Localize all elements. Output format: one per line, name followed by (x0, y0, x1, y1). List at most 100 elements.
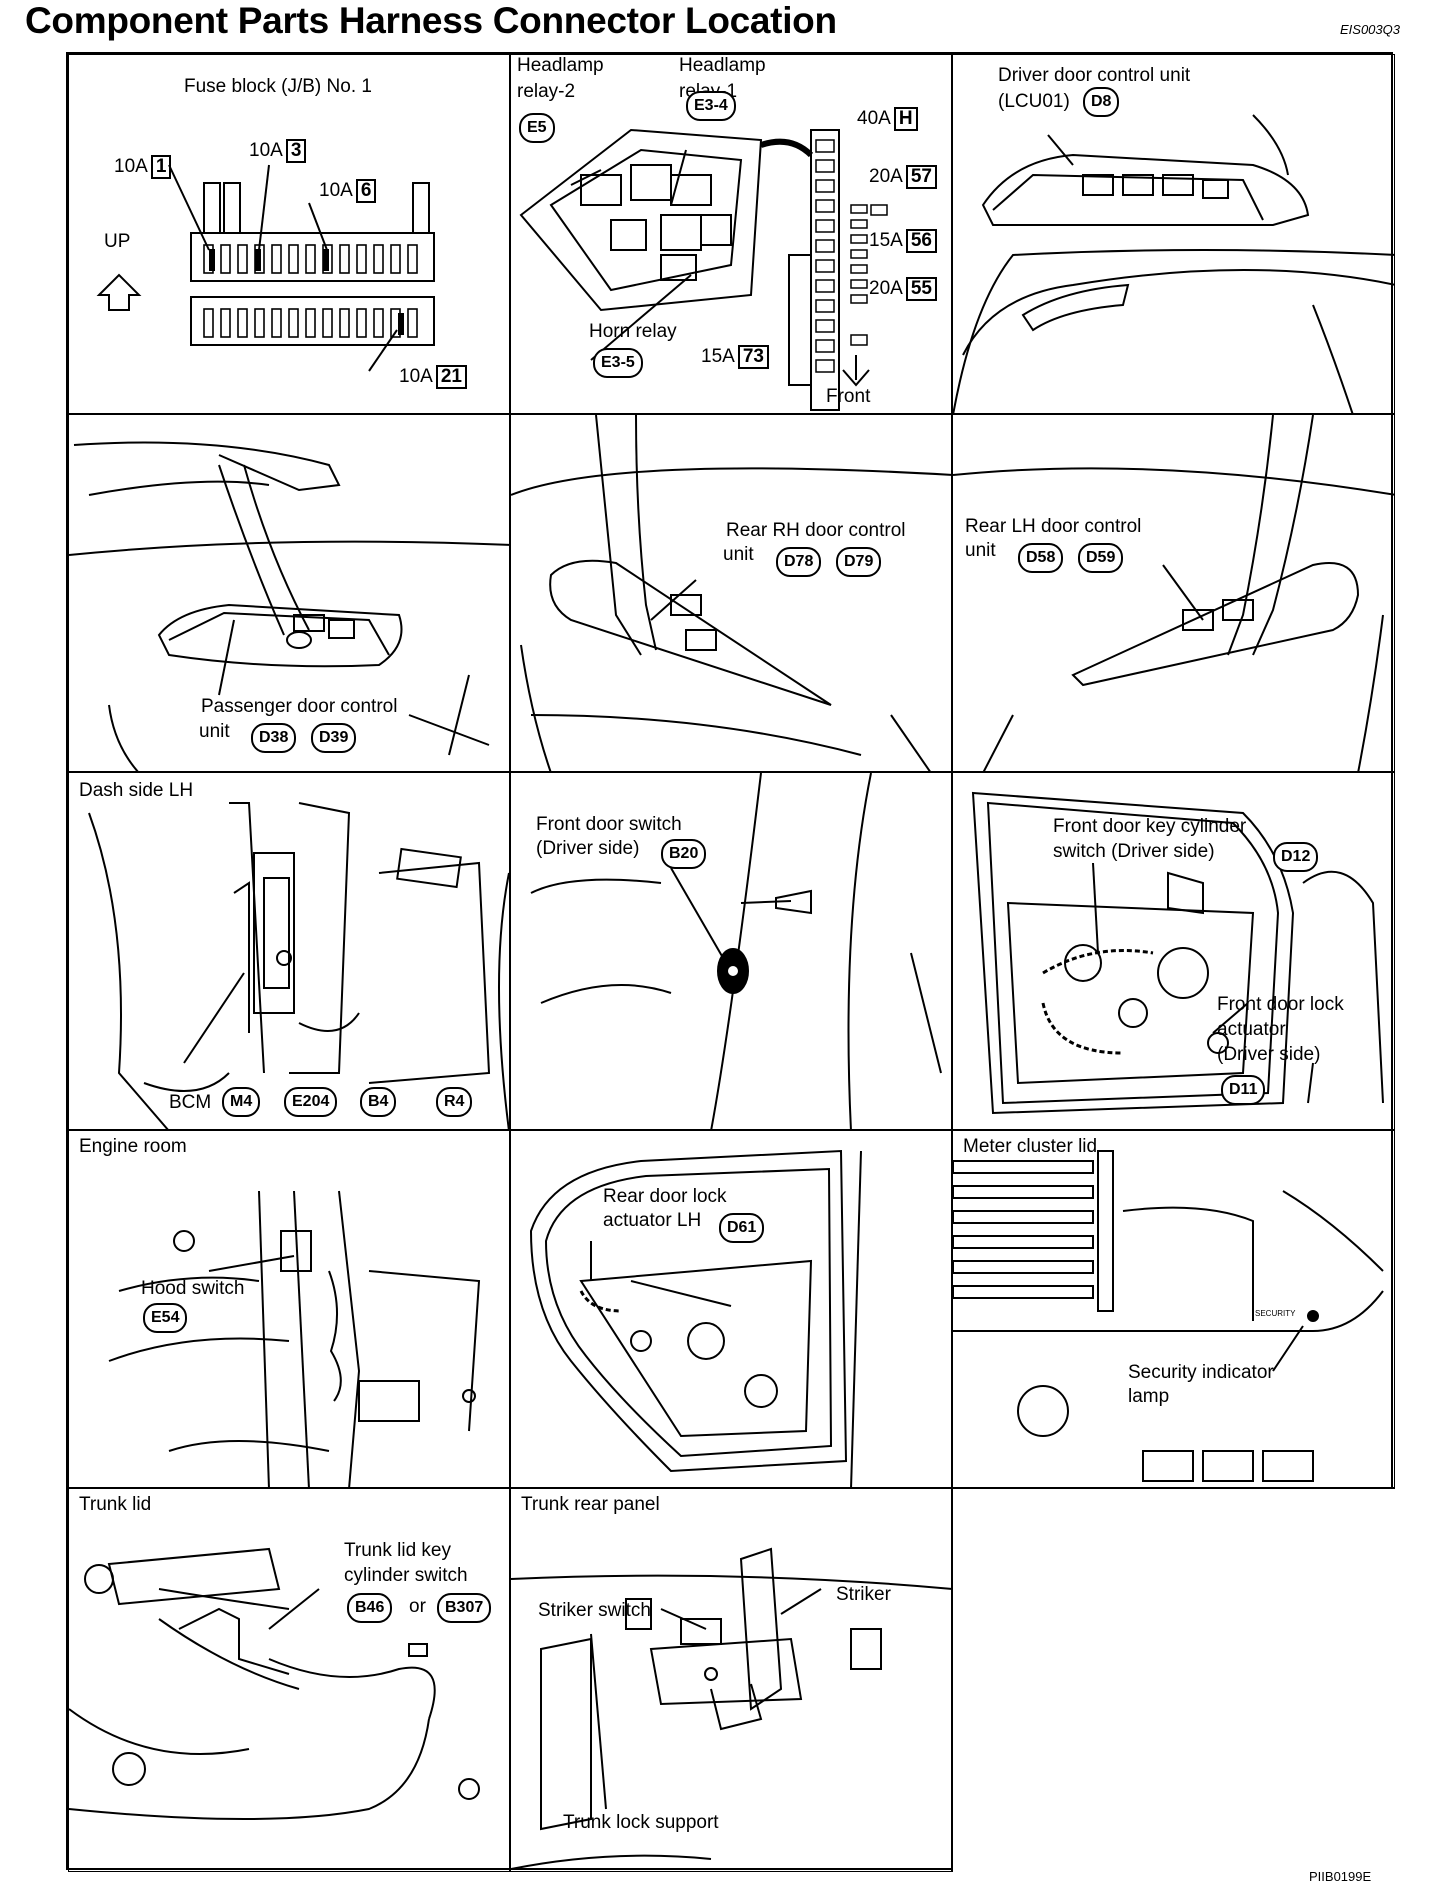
fuse-block-drawing (96, 164, 435, 372)
rear-rh-door-label1: Rear RH door control (726, 520, 906, 541)
key-cylinder-label2: switch (Driver side) (1053, 841, 1215, 862)
passenger-door-drawing (69, 441, 509, 771)
fuse-amp: 10A (399, 366, 433, 387)
front-door-switch-label1: Front door switch (536, 814, 682, 835)
fuse-number: 21 (435, 365, 467, 389)
engine-room-caption: Engine room (79, 1136, 187, 1157)
fuse-amp: 10A (249, 140, 283, 161)
striker-label: Striker (836, 1584, 891, 1605)
dash-side-caption: Dash side LH (79, 780, 194, 801)
connector-d79: D79 (836, 547, 882, 577)
fuse-amp: 40A (857, 108, 891, 129)
fuse-amp: 20A (869, 166, 903, 187)
engine-room-drawing (108, 1190, 481, 1487)
trunk-rear-drawing (511, 1547, 951, 1870)
trunk-lid-label2: cylinder switch (344, 1565, 468, 1586)
door-lock-label2: actuator (1217, 1019, 1286, 1040)
trunk-lid-caption: Trunk lid (79, 1494, 152, 1515)
rear-lock-label2: actuator LH (603, 1210, 702, 1231)
connector-d61: D61 (719, 1213, 765, 1243)
doc-code: EIS003Q3 (1340, 22, 1400, 37)
fuse-amp: 10A (114, 156, 148, 177)
connector-m4: M4 (222, 1087, 261, 1117)
fuse-number: H (893, 107, 918, 131)
connector-b20: B20 (661, 839, 707, 869)
fuse-number: 73 (737, 345, 769, 369)
connector-r4: R4 (436, 1087, 473, 1117)
key-cylinder-label1: Front door key cylinder (1053, 816, 1247, 837)
panel-rear-lh-door: Rear LH door control unit D58 D59 (952, 414, 1395, 772)
panel-passenger-door: Passenger door control unit D38 D39 (68, 414, 510, 772)
connector-d58: D58 (1018, 543, 1064, 573)
fuse-number: 55 (905, 277, 937, 301)
connector-e5: E5 (519, 113, 555, 143)
figure-code: PIIB0199E (1309, 1869, 1372, 1884)
fuse-amp: 15A (869, 230, 903, 251)
bcm-label: BCM (169, 1092, 212, 1113)
front-door-switch-label2: (Driver side) (536, 838, 640, 859)
relay-box-drawing (519, 128, 888, 411)
fuse-number: 57 (905, 165, 937, 189)
connector-e204: E204 (284, 1087, 338, 1117)
connector-b307: B307 (437, 1593, 492, 1623)
panel-relay-box: Headlamp relay-2 Headlamp relay-1 E5 E3-… (510, 54, 952, 414)
fuse-amp: 15A (701, 346, 735, 367)
rear-lh-door-label1: Rear LH door control (965, 516, 1142, 537)
dash-side-drawing (88, 802, 509, 1129)
meter-drawing (953, 1150, 1384, 1482)
rear-rh-door-label2: unit (723, 544, 754, 565)
trunk-lid-label1: Trunk lid key (344, 1540, 451, 1561)
connector-d39: D39 (311, 723, 357, 753)
trunk-rear-caption: Trunk rear panel (521, 1494, 660, 1515)
panel-driver-door: Driver door control unit (LCU01) D8 (952, 54, 1395, 414)
front-door-switch-drawing (530, 773, 942, 1129)
passenger-door-label1: Passenger door control (201, 696, 398, 717)
fuse-number: 6 (355, 179, 377, 203)
rear-rh-door-drawing (511, 415, 951, 771)
panel-empty (952, 1488, 1395, 1872)
panel-dash-side: Dash side LH BCM M4 E204 B4 R4 (68, 772, 510, 1130)
rear-lh-door-label2: unit (965, 540, 996, 561)
connector-d78: D78 (776, 547, 822, 577)
up-label: UP (104, 231, 131, 252)
security-label1: Security indicator (1128, 1362, 1274, 1383)
connector-d38: D38 (251, 723, 297, 753)
connector-b46: B46 (347, 1593, 393, 1623)
front-label: Front (826, 386, 871, 407)
panel-engine-room: Engine room Hood switch E54 (68, 1130, 510, 1488)
panel-front-door-switch: Front door switch (Driver side) B20 (510, 772, 952, 1130)
panel-trunk-lid: Trunk lid Trunk lid key cylinder switch … (68, 1488, 510, 1872)
rear-lock-label1: Rear door lock (603, 1186, 727, 1207)
fuse-amp: 20A (869, 278, 903, 299)
striker-switch-label: Striker switch (538, 1600, 651, 1621)
connector-e3-4: E3-4 (686, 91, 736, 121)
connector-d8: D8 (1083, 87, 1120, 117)
driver-door-drawing (953, 114, 1394, 413)
panel-rear-rh-door: Rear RH door control unit D78 D79 (510, 414, 952, 772)
security-text: SECURITY (1255, 1309, 1296, 1318)
fuse-block-caption: Fuse block (J/B) No. 1 (184, 76, 372, 97)
panel-meter: Meter cluster lid SECURITY Security indi… (952, 1130, 1395, 1488)
connector-b4: B4 (360, 1087, 397, 1117)
connector-e3-5: E3-5 (593, 348, 643, 378)
passenger-door-label2: unit (199, 721, 230, 742)
hood-switch-label: Hood switch (141, 1278, 245, 1299)
door-lock-label3: (Driver side) (1217, 1044, 1321, 1065)
rear-lock-drawing (529, 1149, 862, 1487)
connector-d11: D11 (1221, 1075, 1266, 1105)
connector-d12: D12 (1273, 842, 1319, 872)
security-label2: lamp (1128, 1386, 1170, 1407)
panel-key-cylinder: Front door key cylinder switch (Driver s… (952, 772, 1395, 1130)
page-title: Component Parts Harness Connector Locati… (25, 0, 837, 41)
panel-trunk-rear: Trunk rear panel Striker switch Striker … (510, 1488, 952, 1872)
